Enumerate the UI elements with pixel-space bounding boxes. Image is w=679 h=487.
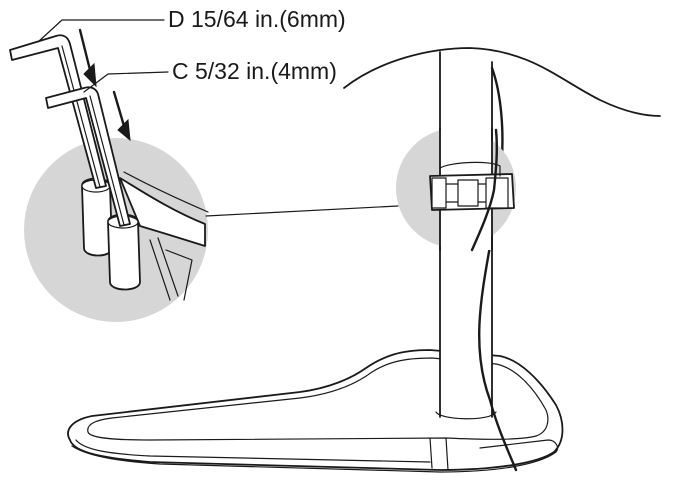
label-wrench-c: C 5/32 in.(4mm) <box>172 58 337 84</box>
arrow-down-d-icon <box>78 28 97 88</box>
leader-line-d <box>37 19 165 43</box>
label-wrench-d: D 15/64 in.(6mm) <box>168 6 346 32</box>
callout-connector <box>205 205 399 217</box>
hex-wrench-callout <box>24 138 209 322</box>
cable-clip-callout <box>396 127 516 252</box>
hex-wrench-c-icon <box>45 86 131 227</box>
leader-line-c <box>83 71 169 93</box>
hex-wrench-d <box>9 34 107 189</box>
base-side-line-2 <box>445 437 449 471</box>
base-front-edge <box>75 439 431 463</box>
stand-base <box>67 349 564 473</box>
top-plate-edge <box>343 47 661 117</box>
mount-boss-2 <box>107 213 141 291</box>
base-bottom-edge <box>71 445 557 473</box>
hex-wrench-c <box>45 86 131 227</box>
base-right-edge <box>479 439 559 453</box>
cable <box>477 66 518 472</box>
callout-plate <box>119 177 206 247</box>
arrow-down-c-icon <box>112 90 131 142</box>
base-side-line <box>429 437 433 469</box>
